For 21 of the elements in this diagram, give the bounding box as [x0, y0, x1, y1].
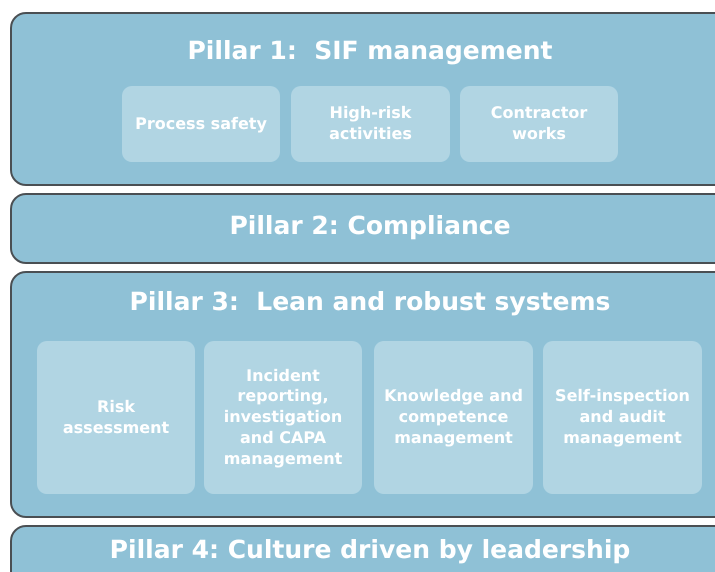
- category-box: [204, 341, 362, 494]
- category-box: [122, 86, 280, 162]
- category-box: [460, 86, 618, 162]
- pillar-heading: Pillar 1: SIF management: [186, 36, 554, 65]
- category-label: Contractor works: [490, 103, 588, 145]
- pillar-heading: Pillar 4: Culture driven by leadership: [108, 535, 632, 564]
- pillar-band: [10, 193, 715, 264]
- pillar-heading: Pillar 3: Lean and robust systems: [128, 287, 612, 316]
- category-label: Self-inspection and audit management: [554, 386, 691, 449]
- category-box: [543, 341, 702, 494]
- category-box: [374, 341, 533, 494]
- category-label: Knowledge and competence management: [383, 386, 524, 449]
- pillar-band: [10, 12, 715, 186]
- category-box: [291, 86, 450, 162]
- category-label: Process safety: [134, 114, 268, 134]
- pillar-heading: Pillar 2: Compliance: [228, 211, 512, 240]
- pillar-band: [10, 271, 715, 518]
- category-label: Incident reporting, investigation and CAPA management: [222, 366, 344, 470]
- category-box: [37, 341, 195, 494]
- category-label: High-risk activities: [328, 103, 413, 145]
- category-label: Risk assessment: [62, 396, 170, 438]
